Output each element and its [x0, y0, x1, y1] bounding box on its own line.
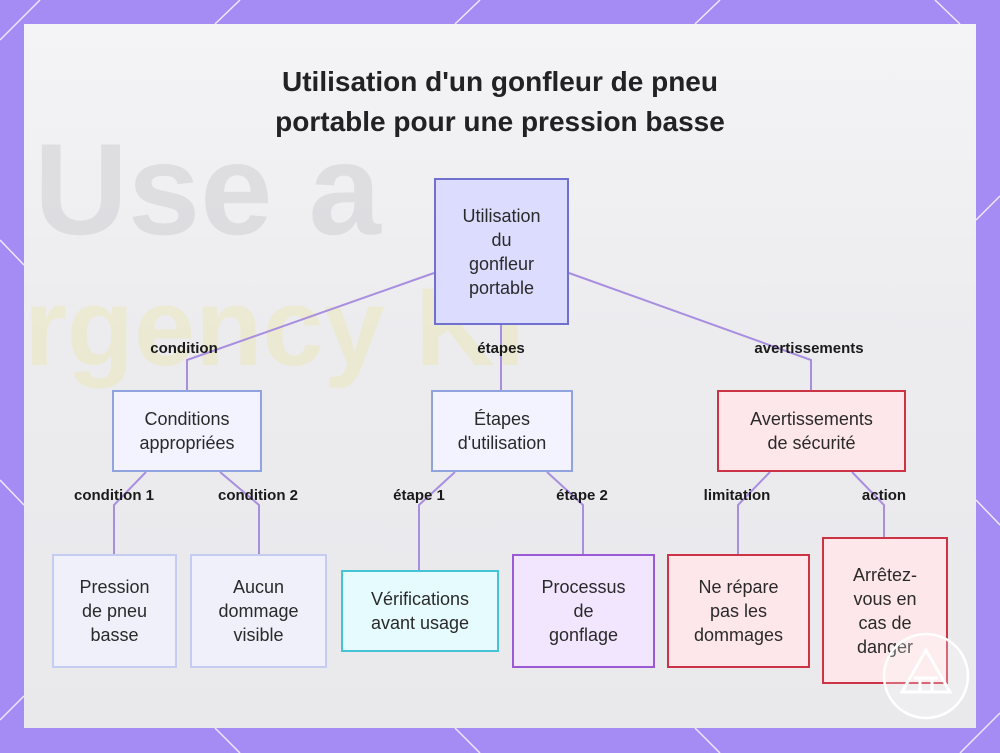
edge-conditions-pression: [113, 471, 147, 554]
edge-label-condition2: condition 2: [218, 487, 298, 504]
node-repare: Ne répare pas les dommages: [667, 554, 810, 668]
edge-label-etapes: étapes: [477, 340, 525, 357]
edge-etapes-verifications: [418, 471, 456, 570]
node-pression: Pression de pneu basse: [52, 554, 177, 668]
edge-label-action: action: [861, 487, 907, 504]
diagram-title: Utilisation d'un gonfleur de pneu portab…: [0, 62, 1000, 142]
node-arretez: Arrêtez- vous en cas de danger: [822, 537, 948, 684]
title-line-1: Utilisation d'un gonfleur de pneu: [282, 66, 718, 97]
edge-root-conditions: [186, 272, 435, 390]
edge-label-etape1: étape 1: [393, 487, 445, 504]
node-dommage: Aucun dommage visible: [190, 554, 327, 668]
node-etapes: Étapes d'utilisation: [431, 390, 573, 472]
edge-avert-arretez: [851, 471, 885, 537]
edge-avert-repare: [737, 471, 771, 554]
edge-label-condition1: condition 1: [74, 487, 154, 504]
edge-label-etape2: étape 2: [556, 487, 608, 504]
edge-etapes-processus: [546, 471, 584, 554]
node-root: Utilisation du gonfleur portable: [434, 178, 569, 325]
node-conditions: Conditions appropriées: [112, 390, 262, 472]
edge-label-avertissements: avertissements: [754, 340, 864, 357]
title-line-2: portable pour une pression basse: [275, 106, 725, 137]
node-processus: Processus de gonflage: [512, 554, 655, 668]
node-verifications: Vérifications avant usage: [341, 570, 499, 652]
edge-label-limitation: limitation: [703, 487, 771, 504]
edge-label-condition: condition: [150, 340, 218, 357]
triangle-logo-icon: [882, 632, 970, 720]
edge-root-avertissements: [568, 272, 812, 390]
edge-conditions-dommage: [219, 471, 260, 554]
node-avertissements: Avertissements de sécurité: [717, 390, 906, 472]
